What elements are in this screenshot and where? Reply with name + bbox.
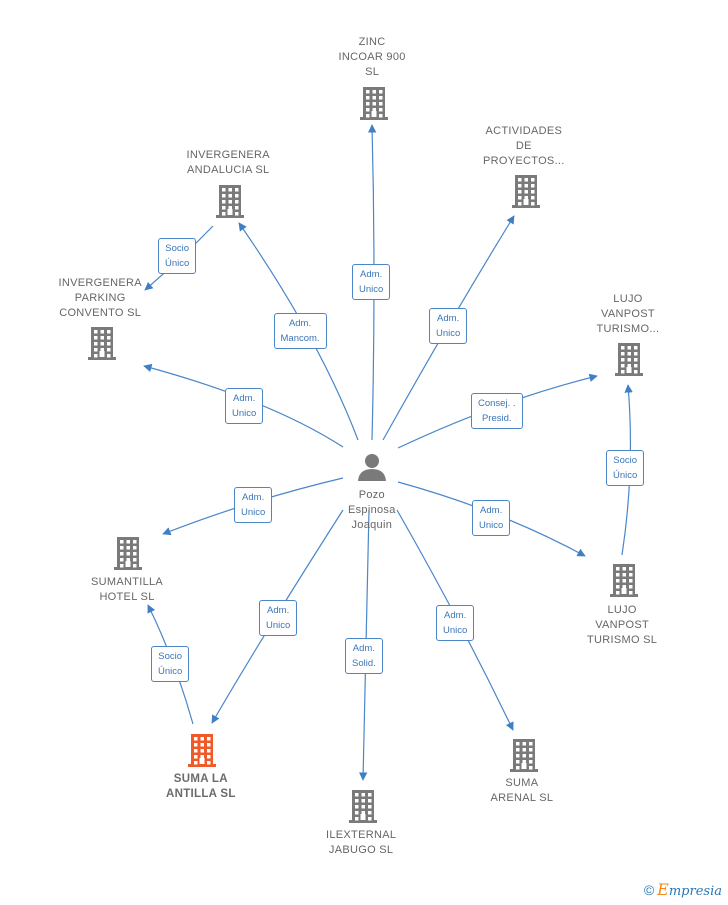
building-icon[interactable] bbox=[188, 734, 216, 767]
edge-label-e_socio_parking[interactable]: Socio Único bbox=[158, 238, 197, 274]
edge-label-e_arenal[interactable]: Adm. Unico bbox=[436, 605, 475, 641]
brand-initial: E bbox=[657, 880, 669, 899]
copyright-icon: © bbox=[643, 882, 655, 898]
edge-label-e_lujo_dots[interactable]: Consej. . Presid. bbox=[471, 393, 523, 429]
building-icon[interactable] bbox=[360, 87, 388, 120]
building-icon[interactable] bbox=[615, 343, 643, 376]
building-icon[interactable] bbox=[88, 327, 116, 360]
building-icon[interactable] bbox=[510, 739, 538, 772]
node-label-suma_antilla[interactable]: SUMA LA ANTILLA SL bbox=[166, 773, 236, 800]
edge-label-e_andalucia[interactable]: Adm. Mancom. bbox=[273, 313, 327, 349]
brand-name: mpresia bbox=[668, 884, 722, 899]
node-label-suma_arenal[interactable]: SUMA ARENAL SL bbox=[490, 777, 554, 804]
edge-label-e_actividades[interactable]: Adm. Unico bbox=[429, 308, 468, 344]
building-icon[interactable] bbox=[512, 175, 540, 208]
edge-label-e_sumantilla[interactable]: Adm. Unico bbox=[234, 487, 273, 523]
building-icon[interactable] bbox=[216, 185, 244, 218]
node-label-invergenera_parking[interactable]: INVERGENERA PARKING CONVENTO SL bbox=[58, 276, 142, 319]
edge-label-e_lujo_sl[interactable]: Adm. Unico bbox=[472, 500, 511, 536]
node-label-zinc[interactable]: ZINC INCOAR 900 SL bbox=[338, 35, 406, 78]
person-icon[interactable] bbox=[358, 454, 386, 481]
empresia-brand[interactable]: ©Empresia bbox=[644, 880, 722, 899]
building-icon[interactable] bbox=[349, 790, 377, 823]
node-label-invergenera_andalucia[interactable]: INVERGENERA ANDALUCIA SL bbox=[186, 149, 270, 176]
node-label-lujo_turismo_sl[interactable]: LUJO VANPOST TURISMO SL bbox=[587, 603, 658, 646]
edge-label-e_socio_lujo[interactable]: Socio Único bbox=[606, 450, 645, 486]
building-icon[interactable] bbox=[610, 564, 638, 597]
edge-label-e_suma_antilla[interactable]: Adm. Unico bbox=[259, 600, 298, 636]
node-label-actividades[interactable]: ACTIVIDADES DE PROYECTOS... bbox=[483, 124, 565, 167]
building-icon[interactable] bbox=[114, 537, 142, 570]
edge-label-e_zinc[interactable]: Adm. Unico bbox=[352, 264, 391, 300]
edge-label-e_ilexternal[interactable]: Adm. Solid. bbox=[345, 638, 383, 674]
node-label-lujo_turismo_dots[interactable]: LUJO VANPOST TURISMO... bbox=[596, 292, 660, 335]
node-label-ilexternal[interactable]: ILEXTERNAL JABUGO SL bbox=[326, 829, 397, 856]
edge-label-e_socio_sumantilla[interactable]: Socio Único bbox=[151, 646, 190, 682]
edge-label-e_parking[interactable]: Adm. Unico bbox=[225, 388, 264, 424]
node-label-sumantilla[interactable]: SUMANTILLA HOTEL SL bbox=[91, 576, 164, 603]
center-person-label[interactable]: Pozo Espinosa Joaquin bbox=[348, 488, 396, 531]
